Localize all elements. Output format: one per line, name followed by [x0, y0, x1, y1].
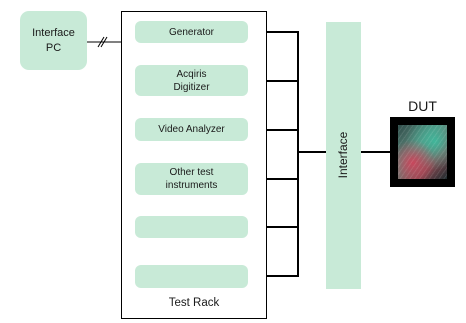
- interface-pc-box: Interface PC: [20, 11, 87, 70]
- dut-screen-image: [398, 125, 447, 179]
- interface-bar: [326, 22, 361, 289]
- empty-slot-box-1: [135, 216, 248, 238]
- acqiris-digitizer-box: Acqiris Digitizer: [135, 65, 248, 96]
- generator-box: Generator: [135, 21, 248, 43]
- empty-slot-box-2: [135, 265, 248, 288]
- link-break-mark-1: [97, 36, 105, 48]
- interface-label: Interface: [336, 131, 350, 179]
- link-break-mark-2: [100, 36, 108, 48]
- dut-title: DUT: [408, 98, 437, 114]
- video-analyzer-box: Video Analyzer: [135, 118, 248, 141]
- other-instruments-box: Other test instruments: [135, 163, 248, 195]
- test-rack-title: Test Rack: [168, 297, 220, 309]
- dut-device: [390, 117, 455, 187]
